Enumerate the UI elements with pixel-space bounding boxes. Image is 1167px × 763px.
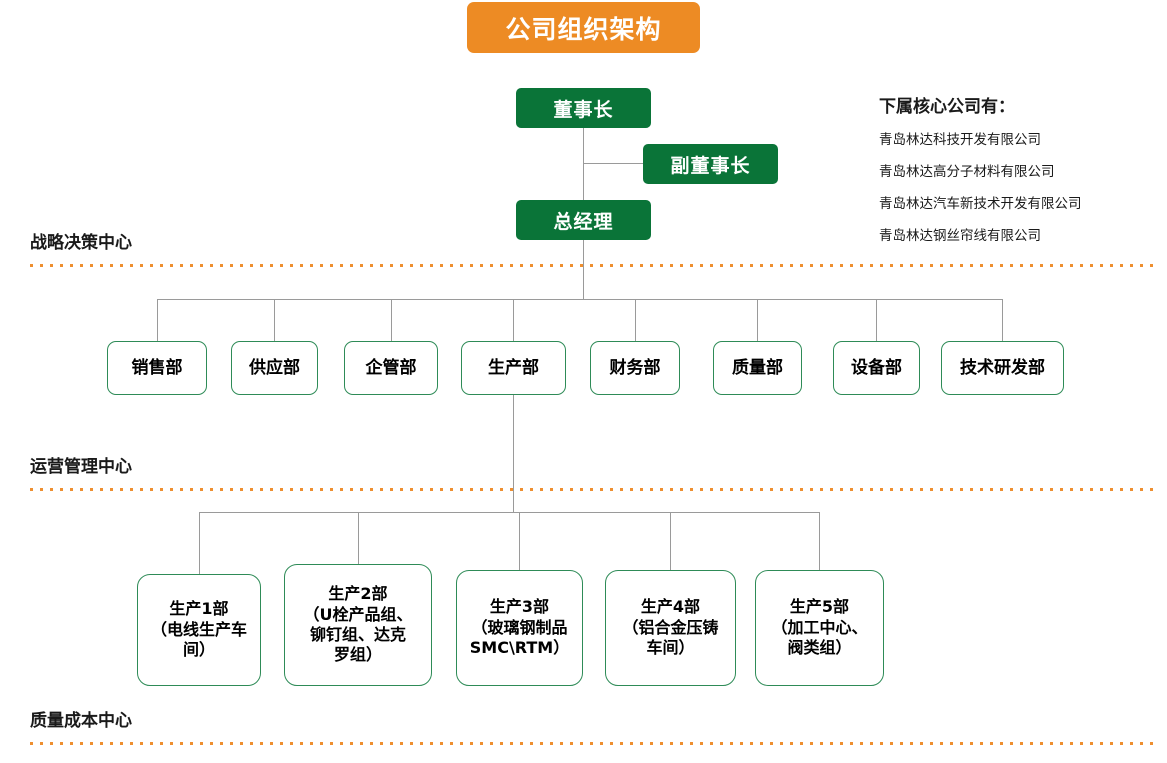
connector-bus-to-prod-1 — [199, 512, 200, 574]
connector-bus-to-prod-5 — [819, 512, 820, 570]
section-separator-strategy — [30, 264, 1156, 267]
page-title: 公司组织架构 — [467, 2, 700, 53]
connector-bus-to-dept-7 — [876, 299, 877, 341]
subsidiary-item: 青岛林达钢丝帘线有限公司 — [879, 228, 1041, 244]
connector-bus-to-dept-6 — [757, 299, 758, 341]
production-unit-bus-line — [199, 512, 819, 513]
connector-bus-to-prod-4 — [670, 512, 671, 570]
exec-box-general-manager[interactable]: 总经理 — [516, 200, 651, 240]
exec-box-vice-chairman[interactable]: 副董事长 — [643, 144, 778, 184]
prod-box-unit-5[interactable]: 生产5部 （加工中心、 阀类组） — [755, 570, 884, 686]
prod-box-unit-2[interactable]: 生产2部 （U栓产品组、 铆钉组、达克 罗组） — [284, 564, 432, 686]
connector-gm-to-dept-bus — [583, 240, 584, 299]
connector-bus-to-dept-4 — [513, 299, 514, 341]
subsidiary-item: 青岛林达高分子材料有限公司 — [879, 164, 1055, 180]
dept-box-sales[interactable]: 销售部 — [107, 341, 207, 395]
dept-box-supply[interactable]: 供应部 — [231, 341, 318, 395]
subsidiary-item: 青岛林达汽车新技术开发有限公司 — [879, 196, 1082, 212]
subsidiary-item: 青岛林达科技开发有限公司 — [879, 132, 1041, 148]
section-label-strategy: 战略决策中心 — [30, 233, 132, 253]
section-label-operations: 运营管理中心 — [30, 457, 132, 477]
prod-box-unit-3[interactable]: 生产3部 （玻璃钢制品 SMC\RTM） — [456, 570, 583, 686]
connector-bus-to-dept-5 — [635, 299, 636, 341]
connector-bus-to-prod-2 — [358, 512, 359, 564]
prod-box-unit-4[interactable]: 生产4部 （铝合金压铸 车间） — [605, 570, 736, 686]
connector-bus-to-dept-1 — [157, 299, 158, 341]
connector-production-to-unit-bus — [513, 395, 514, 512]
exec-box-chairman[interactable]: 董事长 — [516, 88, 651, 128]
connector-bus-to-prod-3 — [519, 512, 520, 570]
section-separator-operations — [30, 488, 1156, 491]
dept-box-production[interactable]: 生产部 — [461, 341, 566, 395]
connector-bus-to-dept-8 — [1002, 299, 1003, 341]
subsidiary-note: 下属核心公司有： 青岛林达科技开发有限公司 青岛林达高分子材料有限公司 青岛林达… — [879, 92, 1159, 256]
connector-bus-to-dept-2 — [274, 299, 275, 341]
dept-box-enterprise-management[interactable]: 企管部 — [344, 341, 438, 395]
section-separator-quality-cost — [30, 742, 1156, 745]
dept-box-finance[interactable]: 财务部 — [590, 341, 680, 395]
connector-bus-to-dept-3 — [391, 299, 392, 341]
dept-bus-line — [157, 299, 1003, 300]
prod-box-unit-1[interactable]: 生产1部 （电线生产车 间） — [137, 574, 261, 686]
connector-trunk-to-vice-chairman — [583, 163, 643, 164]
subsidiary-note-heading: 下属核心公司有： — [879, 97, 1015, 117]
dept-box-equipment[interactable]: 设备部 — [833, 341, 920, 395]
section-label-quality-cost: 质量成本中心 — [30, 711, 132, 731]
dept-box-technology-rd[interactable]: 技术研发部 — [941, 341, 1064, 395]
dept-box-quality[interactable]: 质量部 — [713, 341, 802, 395]
connector-chairman-to-gm — [583, 128, 584, 200]
